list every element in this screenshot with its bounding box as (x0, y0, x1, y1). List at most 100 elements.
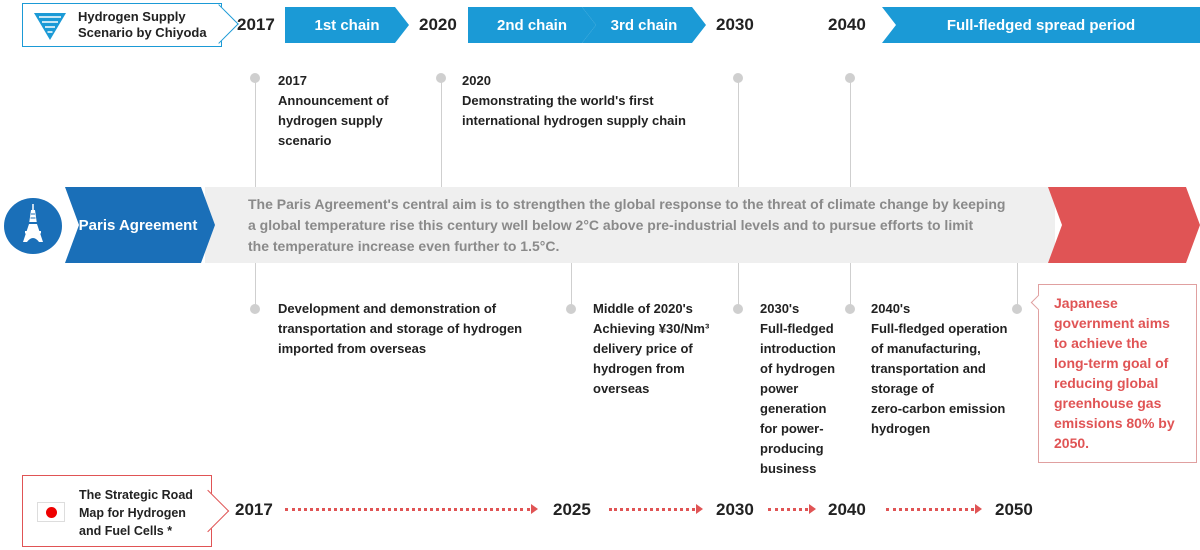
note-line: producing (760, 441, 824, 456)
note-line: hydrogen from (593, 361, 685, 376)
timeline-dot (733, 304, 743, 314)
arrow-head (531, 504, 538, 514)
note-line: introduction (760, 341, 836, 356)
spread-label: Full-fledged spread period (946, 16, 1136, 34)
note-development-demonstration: Development and demonstration of transpo… (278, 299, 522, 359)
note-2017-announcement: 2017 Announcement of hydrogen supply sce… (278, 71, 389, 151)
note-line: storage of (871, 381, 934, 396)
note-2020-demonstration: 2020 Demonstrating the world's first int… (462, 71, 686, 131)
timeline-dot (566, 304, 576, 314)
note-line: 2050. (1054, 435, 1090, 451)
connector-line (738, 263, 739, 308)
note-line: overseas (593, 381, 650, 396)
connector-line (255, 80, 256, 187)
note-line: reducing global (1054, 375, 1159, 391)
timeline-dot (845, 304, 855, 314)
chiyoda-logo-icon (34, 13, 66, 40)
japan-goal-text: Japanese government aims to achieve the … (1054, 293, 1196, 453)
note-line: long-term goal of (1054, 355, 1169, 371)
timeline-dot (436, 73, 446, 83)
paris-text-line: The Paris Agreement's central aim is to … (248, 196, 1006, 212)
note-line: Full-fledged (760, 321, 834, 336)
chain-label: 1st chain (314, 16, 380, 34)
note-line: hydrogen supply (278, 113, 383, 128)
note-line: of manufacturing, (871, 341, 981, 356)
year-2017: 2017 (237, 15, 275, 34)
arrow-head (975, 504, 982, 514)
eiffel-tower-icon (4, 198, 62, 254)
dotted-arrow-line (609, 508, 695, 511)
year-2040: 2040 (828, 15, 866, 34)
note-2030s: 2030's Full-fledged introduction of hydr… (760, 299, 836, 479)
chiyoda-title-line: Hydrogen Supply (78, 9, 186, 24)
note-line: 2040's (871, 301, 911, 316)
note-line: for power- (760, 421, 824, 436)
strategic-road-map-label: The Strategic Road Map for Hydrogen and … (22, 475, 212, 547)
dotted-arrow-line (886, 508, 974, 511)
goal-2050-arrow (1048, 187, 1200, 263)
chain-label: 3rd chain (610, 16, 678, 34)
chain-label: 2nd chain (496, 16, 567, 34)
roadmap-year-2017: 2017 (235, 500, 273, 519)
note-line: Development and demonstration of (278, 301, 497, 316)
note-line: greenhouse gas (1054, 395, 1162, 411)
note-line: power (760, 381, 799, 396)
connector-line (255, 263, 256, 308)
connector-line (571, 263, 572, 308)
connector-line (1017, 263, 1018, 308)
note-line: Full-fledged operation (871, 321, 1008, 336)
road-map-title-line: Map for Hydrogen (79, 506, 186, 520)
connector-line (441, 80, 442, 187)
timeline-dot (250, 73, 260, 83)
roadmap-year-2030: 2030 (716, 500, 754, 519)
roadmap-year-2025: 2025 (553, 500, 591, 519)
note-middle-2020s: Middle of 2020's Achieving ¥30/Nm³ deliv… (593, 299, 709, 399)
note-line: transportation and (871, 361, 986, 376)
chiyoda-title: Hydrogen Supply Scenario by Chiyoda (78, 9, 207, 41)
road-map-title-line: The Strategic Road (79, 488, 193, 502)
chain-2nd: 2nd chain (468, 7, 596, 43)
note-line: 2030's (760, 301, 800, 316)
note-line: scenario (278, 133, 332, 148)
chain-1st: 1st chain (285, 7, 409, 43)
paris-text-line: a global temperature rise this century w… (248, 217, 974, 233)
note-line: Middle of 2020's (593, 301, 693, 316)
note-line: 2020 (462, 73, 491, 88)
note-line: Demonstrating the world's first (462, 93, 654, 108)
note-line: zero-carbon emission (871, 401, 1006, 416)
note-line: Announcement of (278, 93, 389, 108)
note-line: business (760, 461, 817, 476)
note-line: 2017 (278, 73, 307, 88)
note-line: emissions 80% by (1054, 415, 1175, 431)
note-line: hydrogen (871, 421, 931, 436)
note-line: government aims (1054, 315, 1170, 331)
connector-line (850, 80, 851, 187)
dotted-arrow-line (768, 508, 808, 511)
roadmap-year-2050: 2050 (995, 500, 1033, 519)
note-line: Japanese (1054, 295, 1118, 311)
paris-label-text: Paris Agreement (78, 216, 198, 234)
connector-line (850, 263, 851, 308)
paris-agreement-band (205, 187, 1055, 263)
note-line: to achieve the (1054, 335, 1148, 351)
note-line: of hydrogen (760, 361, 836, 376)
road-map-title-line: and Fuel Cells * (79, 524, 173, 538)
year-2020: 2020 (419, 15, 457, 34)
road-map-title: The Strategic Road Map for Hydrogen and … (79, 486, 193, 540)
paris-agreement-text: The Paris Agreement's central aim is to … (248, 194, 1033, 257)
timeline-dot (1012, 304, 1022, 314)
note-line: transportation and storage of hydrogen (278, 321, 523, 336)
full-fledged-spread-period: Full-fledged spread period (882, 7, 1200, 43)
japan-flag-icon (37, 502, 65, 522)
chain-3rd: 3rd chain (582, 7, 706, 43)
note-line: imported from overseas (278, 341, 427, 356)
connector-line (738, 80, 739, 187)
timeline-dot (250, 304, 260, 314)
note-line: generation (760, 401, 827, 416)
timeline-dot (733, 73, 743, 83)
paris-agreement-label: Paris Agreement (65, 187, 215, 263)
arrow-head (696, 504, 703, 514)
note-line: Achieving ¥30/Nm³ (593, 321, 710, 336)
timeline-dot (845, 73, 855, 83)
year-2030: 2030 (716, 15, 754, 34)
